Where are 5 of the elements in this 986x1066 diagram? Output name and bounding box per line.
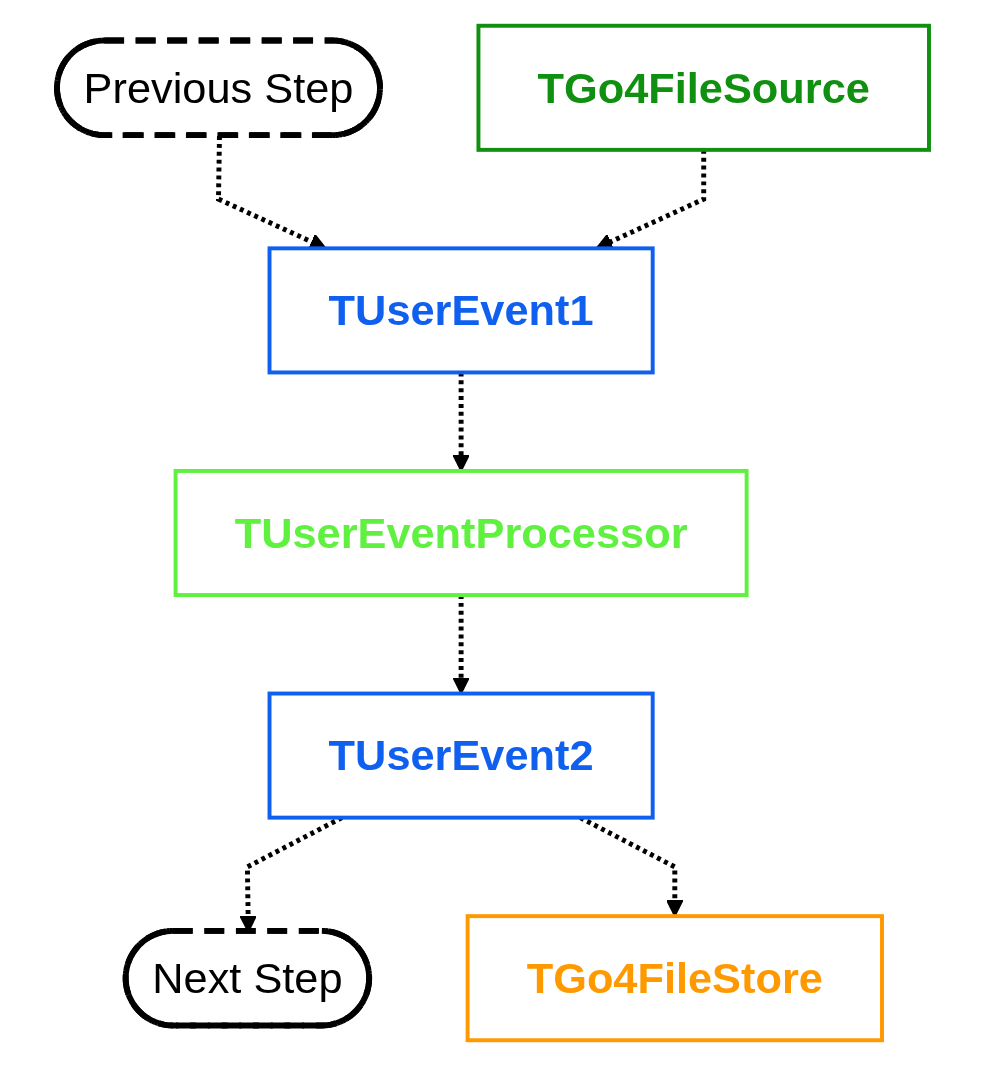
node-box: TUserEventProcessor [173,468,749,597]
node-box: TUserEvent1 [267,246,655,375]
node-box: TUserEvent2 [267,691,655,820]
node-box: TGo4FileStore [465,914,884,1043]
node-box: TGo4FileSource [476,23,931,152]
